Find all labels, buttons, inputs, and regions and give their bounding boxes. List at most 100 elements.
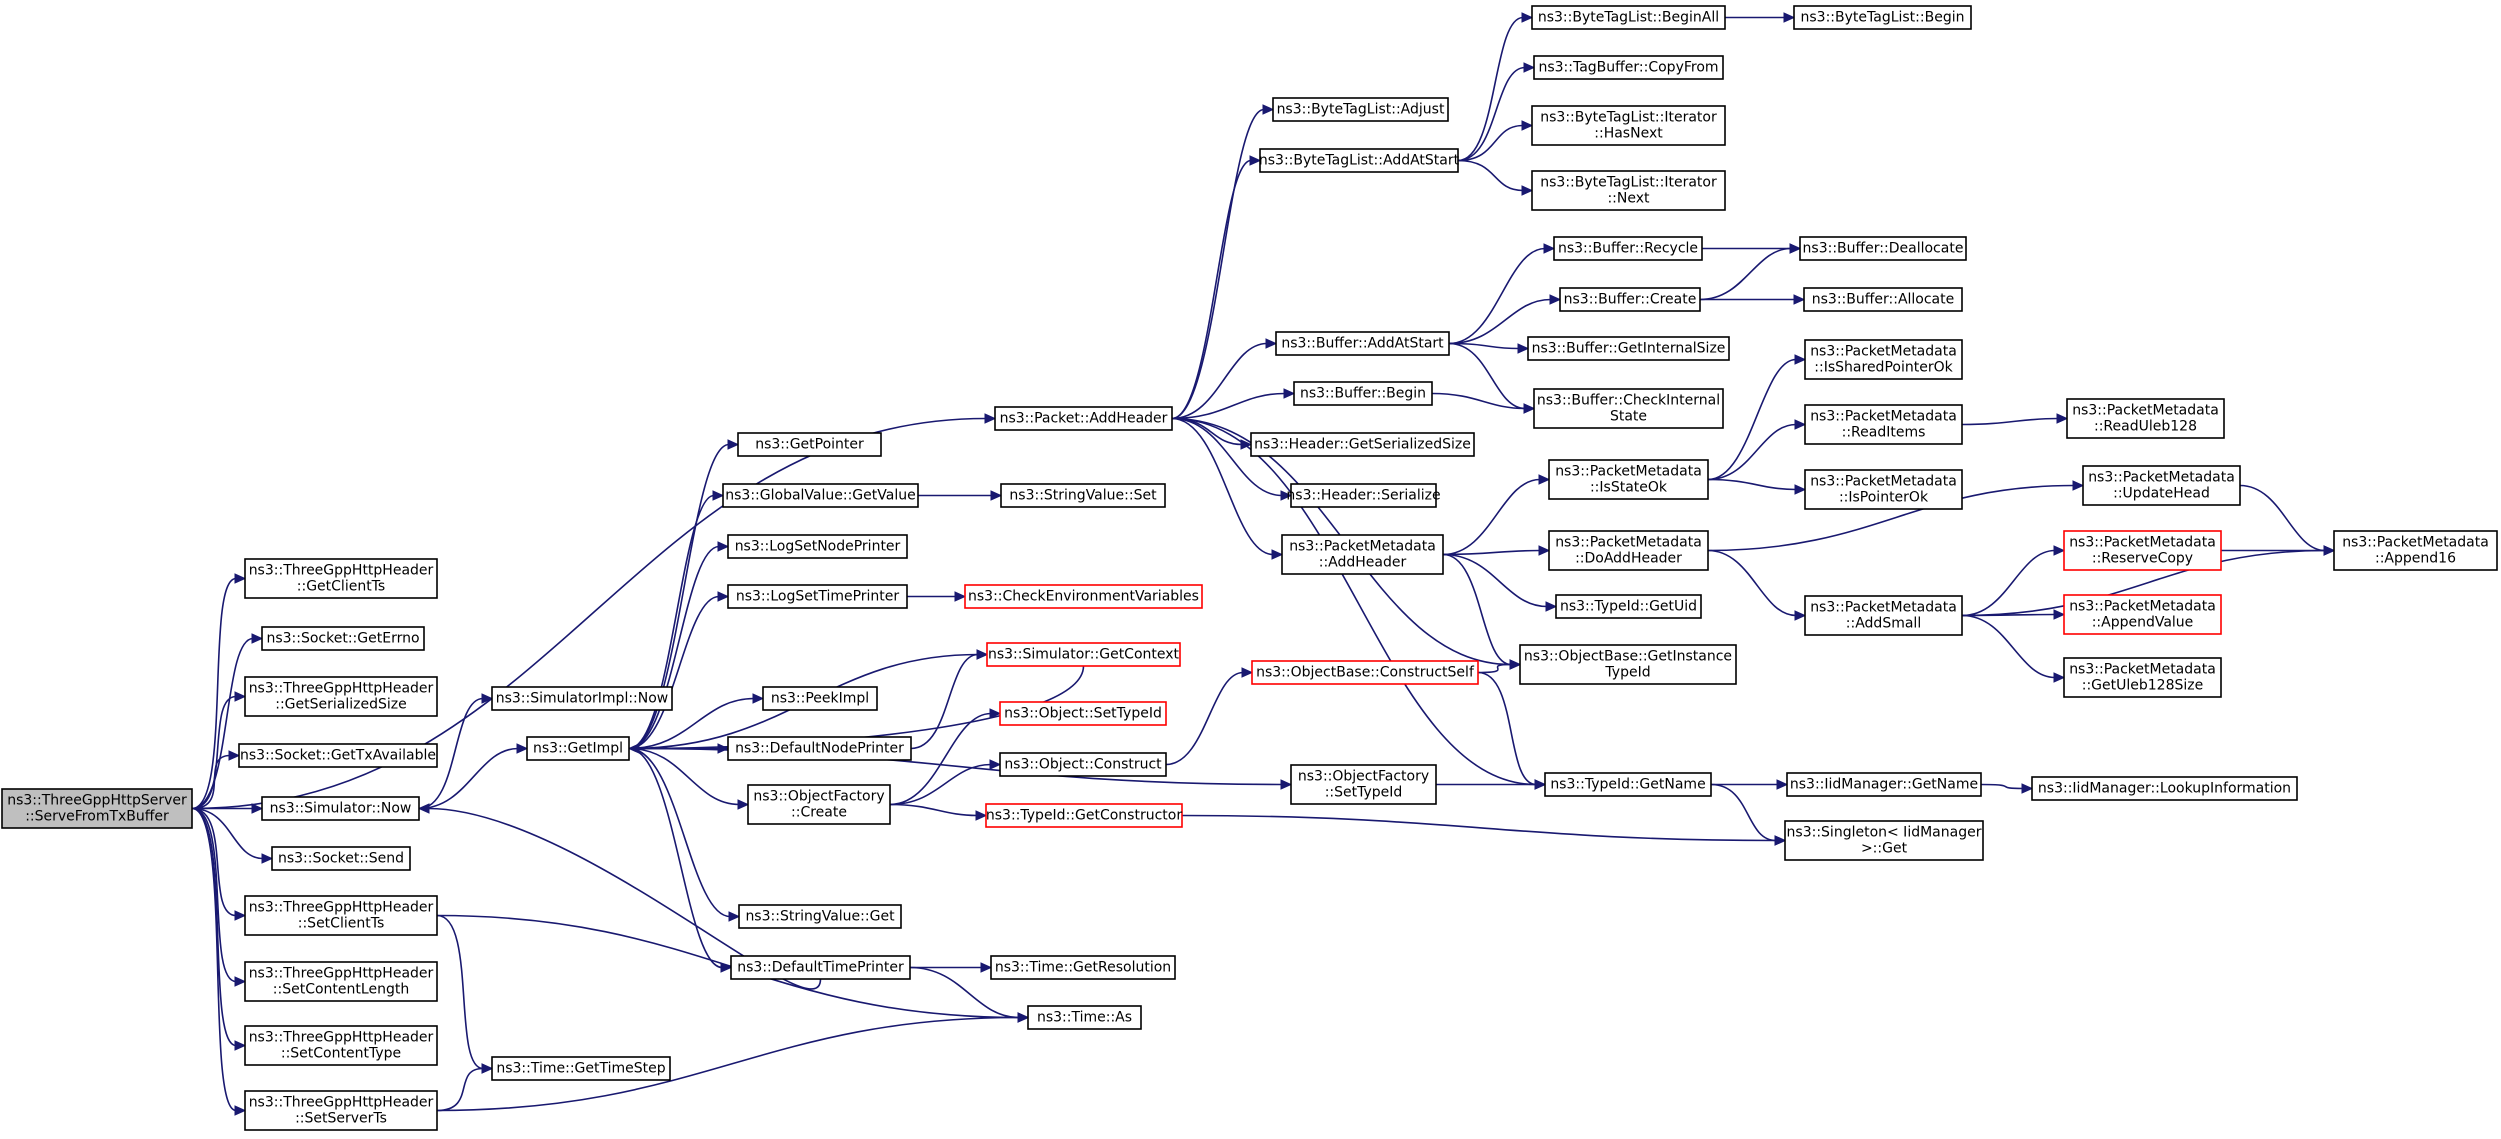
node-box[interactable] bbox=[244, 1025, 438, 1066]
node-btlBeginAll[interactable]: ns3::ByteTagList::BeginAll bbox=[1531, 5, 1726, 30]
node-pmReadUleb128[interactable]: ns3::PacketMetadata::ReadUleb128 bbox=[2066, 398, 2225, 439]
node-box[interactable] bbox=[238, 743, 438, 768]
node-singletonGet[interactable]: ns3::Singleton< IidManager>::Get bbox=[1784, 820, 1984, 861]
node-bufBegin[interactable]: ns3::Buffer::Begin bbox=[1293, 381, 1433, 406]
node-iidLookupInfo[interactable]: ns3::IidManager::LookupInformation bbox=[2031, 776, 2298, 801]
node-box[interactable] bbox=[1527, 336, 1730, 361]
node-box[interactable] bbox=[1259, 148, 1459, 173]
node-box[interactable] bbox=[2063, 594, 2222, 635]
node-box[interactable] bbox=[1272, 97, 1449, 122]
node-tidGetCtor[interactable]: ns3::TypeId::GetConstructor bbox=[985, 803, 1183, 828]
node-box[interactable] bbox=[1804, 469, 1963, 510]
node-pmAppendValue[interactable]: ns3::PacketMetadata::AppendValue bbox=[2063, 594, 2222, 635]
node-box[interactable] bbox=[1275, 331, 1450, 356]
node-timeGetRes[interactable]: ns3::Time::GetResolution bbox=[990, 955, 1176, 980]
node-box[interactable] bbox=[1548, 530, 1709, 571]
node-getPointer[interactable]: ns3::GetPointer bbox=[737, 432, 882, 457]
node-box[interactable] bbox=[727, 584, 908, 609]
node-pmIsPointerOk[interactable]: ns3::PacketMetadata::IsPointerOk bbox=[1804, 469, 1963, 510]
node-box[interactable] bbox=[1555, 594, 1702, 619]
node-getSerSize[interactable]: ns3::ThreeGppHttpHeader::GetSerializedSi… bbox=[244, 676, 438, 717]
node-box[interactable] bbox=[762, 686, 878, 711]
node-box[interactable] bbox=[271, 846, 411, 871]
node-bufCreate[interactable]: ns3::Buffer::Create bbox=[1559, 287, 1701, 312]
node-getTxAvail[interactable]: ns3::Socket::GetTxAvailable bbox=[238, 743, 438, 768]
node-defNodePrinter[interactable]: ns3::DefaultNodePrinter bbox=[727, 736, 912, 761]
node-box[interactable] bbox=[986, 642, 1181, 667]
node-box[interactable] bbox=[2333, 530, 2498, 571]
node-pmUpdateHead[interactable]: ns3::PacketMetadata::UpdateHead bbox=[2082, 465, 2241, 506]
node-pmAppend16[interactable]: ns3::PacketMetadata::Append16 bbox=[2333, 530, 2498, 571]
node-box[interactable] bbox=[985, 803, 1183, 828]
node-box[interactable] bbox=[2063, 657, 2222, 698]
node-timeAs[interactable]: ns3::Time::As bbox=[1027, 1005, 1142, 1030]
node-simNow[interactable]: ns3::Simulator::Now bbox=[261, 796, 420, 821]
node-objSetTypeId[interactable]: ns3::Object::SetTypeId bbox=[999, 701, 1167, 726]
node-btlItNext[interactable]: ns3::ByteTagList::Iterator::Next bbox=[1531, 170, 1726, 211]
node-btlAddAtStart[interactable]: ns3::ByteTagList::AddAtStart bbox=[1259, 148, 1460, 173]
node-simGetContext[interactable]: ns3::Simulator::GetContext bbox=[986, 642, 1181, 667]
node-box[interactable] bbox=[1531, 5, 1726, 30]
node-box[interactable] bbox=[722, 483, 919, 508]
node-box[interactable] bbox=[244, 961, 438, 1002]
node-objConstruct[interactable]: ns3::Object::Construct bbox=[999, 752, 1167, 777]
node-box[interactable] bbox=[1531, 170, 1726, 211]
node-box[interactable] bbox=[1251, 660, 1479, 685]
node-bufDealloc[interactable]: ns3::Buffer::Deallocate bbox=[1799, 236, 1967, 261]
node-tidGetName[interactable]: ns3::TypeId::GetName bbox=[1544, 772, 1712, 797]
node-box[interactable] bbox=[2082, 465, 2241, 506]
node-box[interactable] bbox=[990, 955, 1176, 980]
node-box[interactable] bbox=[1519, 644, 1737, 685]
node-box[interactable] bbox=[1804, 595, 1963, 636]
node-box[interactable] bbox=[1803, 287, 1963, 312]
node-box[interactable] bbox=[1799, 236, 1967, 261]
node-box[interactable] bbox=[1290, 483, 1437, 508]
node-box[interactable] bbox=[1531, 105, 1726, 146]
node-box[interactable] bbox=[261, 626, 425, 651]
node-bufAddAtStart[interactable]: ns3::Buffer::AddAtStart bbox=[1275, 331, 1450, 356]
node-getTimeStep[interactable]: ns3::Time::GetTimeStep bbox=[491, 1056, 671, 1081]
node-pmAddSmall[interactable]: ns3::PacketMetadata::AddSmall bbox=[1804, 595, 1963, 636]
node-ofSetTypeId[interactable]: ns3::ObjectFactory::SetTypeId bbox=[1290, 764, 1437, 805]
node-pmIsStateOk[interactable]: ns3::PacketMetadata::IsStateOk bbox=[1548, 459, 1709, 500]
node-btlItHasNext[interactable]: ns3::ByteTagList::Iterator::HasNext bbox=[1531, 105, 1726, 146]
node-obConstructSelf[interactable]: ns3::ObjectBase::ConstructSelf bbox=[1251, 660, 1479, 685]
node-pmAddHeader[interactable]: ns3::PacketMetadata::AddHeader bbox=[1281, 534, 1444, 575]
node-hdrGetSerSize[interactable]: ns3::Header::GetSerializedSize bbox=[1250, 432, 1475, 457]
node-box[interactable] bbox=[1553, 236, 1703, 261]
node-bufRecycle[interactable]: ns3::Buffer::Recycle bbox=[1553, 236, 1703, 261]
node-defTimePrinter[interactable]: ns3::DefaultTimePrinter bbox=[730, 955, 911, 980]
node-box[interactable] bbox=[244, 558, 438, 599]
node-box[interactable] bbox=[1533, 55, 1724, 80]
node-box[interactable] bbox=[244, 676, 438, 717]
node-box[interactable] bbox=[1559, 287, 1701, 312]
node-send[interactable]: ns3::Socket::Send bbox=[271, 846, 411, 871]
node-pmReadItems[interactable]: ns3::PacketMetadata::ReadItems bbox=[1804, 404, 1963, 445]
node-pmIsSharedPtrOk[interactable]: ns3::PacketMetadata::IsSharedPointerOk bbox=[1804, 339, 1963, 380]
node-box[interactable] bbox=[1293, 381, 1433, 406]
node-simImplNow[interactable]: ns3::SimulatorImpl::Now bbox=[491, 686, 673, 711]
node-btlBegin[interactable]: ns3::ByteTagList::Begin bbox=[1793, 5, 1972, 30]
node-bufGetInternalSize[interactable]: ns3::Buffer::GetInternalSize bbox=[1527, 336, 1730, 361]
node-box[interactable] bbox=[261, 796, 420, 821]
node-box[interactable] bbox=[737, 432, 882, 457]
node-tidGetUid[interactable]: ns3::TypeId::GetUid bbox=[1555, 594, 1702, 619]
node-tbCopyFrom[interactable]: ns3::TagBuffer::CopyFrom bbox=[1533, 55, 1724, 80]
node-setClientTs[interactable]: ns3::ThreeGppHttpHeader::SetClientTs bbox=[244, 895, 438, 936]
node-logSetNode[interactable]: ns3::LogSetNodePrinter bbox=[727, 534, 908, 559]
node-box[interactable] bbox=[1784, 820, 1984, 861]
node-getErrno[interactable]: ns3::Socket::GetErrno bbox=[261, 626, 425, 651]
node-box[interactable] bbox=[1027, 1005, 1142, 1030]
node-setServerTs[interactable]: ns3::ThreeGppHttpHeader::SetServerTs bbox=[244, 1090, 438, 1131]
node-box[interactable] bbox=[964, 584, 1203, 609]
node-box[interactable] bbox=[727, 534, 908, 559]
node-hdrSerialize[interactable]: ns3::Header::Serialize bbox=[1286, 483, 1441, 508]
node-box[interactable] bbox=[730, 955, 911, 980]
node-getClientTs[interactable]: ns3::ThreeGppHttpHeader::GetClientTs bbox=[244, 558, 438, 599]
node-svGet[interactable]: ns3::StringValue::Get bbox=[738, 904, 902, 929]
node-ofCreate[interactable]: ns3::ObjectFactory::Create bbox=[747, 784, 891, 825]
node-box[interactable] bbox=[491, 1056, 671, 1081]
node-gvGetValue[interactable]: ns3::GlobalValue::GetValue bbox=[722, 483, 919, 508]
node-box[interactable] bbox=[526, 736, 630, 761]
